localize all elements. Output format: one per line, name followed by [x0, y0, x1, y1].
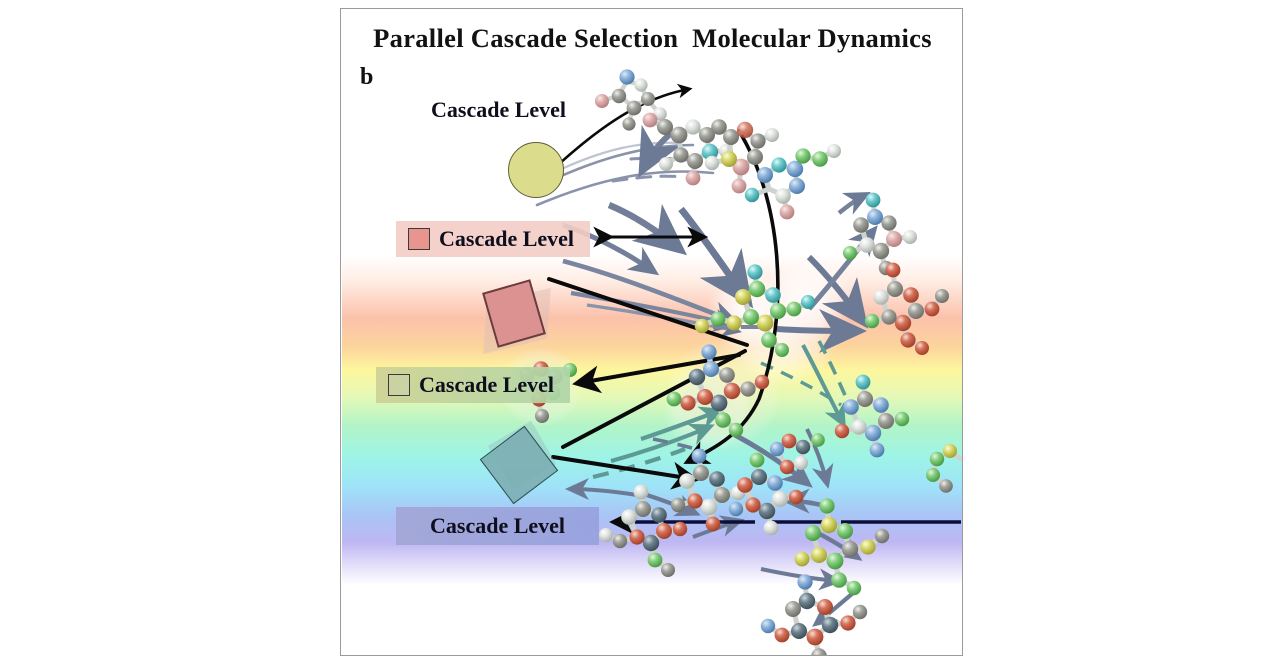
- molecule-ball-and-stick-icon: [694, 264, 815, 357]
- cascade-level-text: Cascade Level: [430, 513, 566, 538]
- molecule-ball-and-stick-icon: [769, 433, 825, 475]
- cascade-level-label-2: Cascade Level: [376, 367, 571, 403]
- cascade-level-label-3: Cascade Level: [396, 507, 600, 545]
- figure-artwork-overlay: [499, 69, 962, 655]
- molecule-ball-and-stick-icon: [704, 119, 779, 194]
- black-arrow-icon: [547, 83, 780, 490]
- page-title: Parallel Cascade Selection Molecular Dyn…: [373, 23, 932, 53]
- cascade-level-text: Cascade Level: [419, 372, 555, 397]
- molecule-ball-and-stick-icon: [843, 192, 917, 276]
- molecule-ball-and-stick-icon: [642, 112, 733, 186]
- cascade-level-swatch-pink: [408, 228, 430, 250]
- cascade-marker-circle: [508, 142, 564, 198]
- cascade-level-swatch-green: [388, 374, 410, 396]
- molecule-ball-and-stick-icon: [666, 344, 770, 438]
- cascade-level-label-1: Cascade Level: [396, 221, 591, 257]
- molecule-ball-and-stick-icon: [744, 144, 841, 220]
- molecule-ball-and-stick-icon: [926, 444, 962, 493]
- cascade-level-text: Cascade Level: [431, 97, 567, 122]
- molecule-ball-and-stick-icon: [728, 452, 804, 536]
- molecule-ball-and-stick-icon: [834, 374, 910, 458]
- figure-frame: Parallel Cascade Selection Molecular Dyn…: [340, 8, 963, 656]
- molecule-ball-and-stick-icon: [670, 448, 746, 532]
- selection-halo-group: [499, 257, 855, 453]
- panel-letter-b: b: [360, 64, 374, 90]
- molecule-ball-and-stick-icon: [760, 574, 868, 655]
- molecule-ball-and-stick-icon: [595, 69, 667, 131]
- gray-trajectory-arrow-icon: [562, 206, 869, 353]
- molecule-ball-and-stick-icon: [864, 262, 949, 355]
- cascade-level-label-0: Cascade Level: [431, 97, 566, 123]
- molecule-ball-and-stick-icon: [599, 484, 688, 577]
- molecule-ball-and-stick-icon: [794, 498, 890, 596]
- cascade-level-text: Cascade Level: [439, 226, 575, 251]
